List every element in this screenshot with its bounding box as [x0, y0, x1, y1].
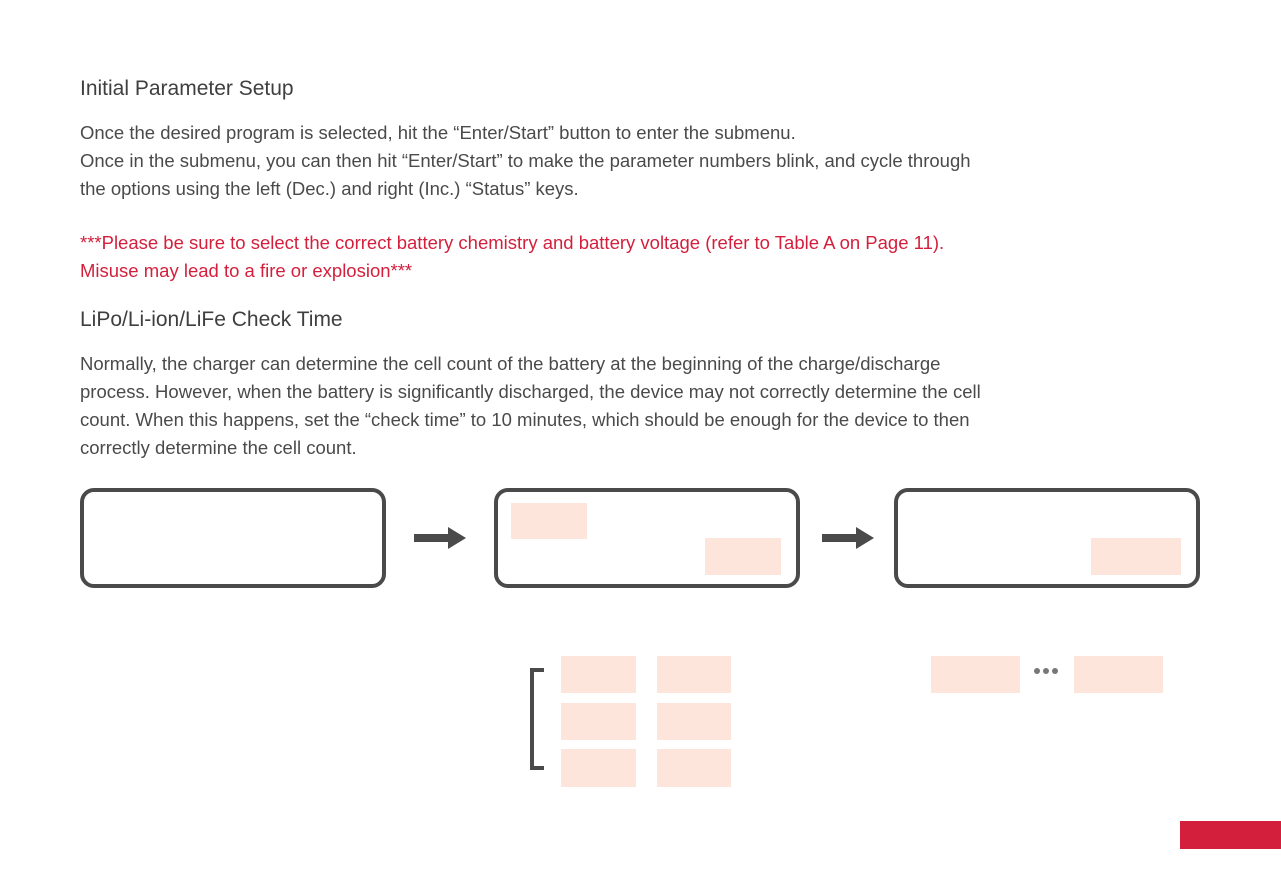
option-cell [561, 703, 636, 740]
option-cell [657, 703, 731, 740]
lcd-screen-submenu [494, 488, 800, 588]
range-max-cell [1074, 656, 1163, 693]
check-time-paragraph: Normally, the charger can determine the … [80, 350, 1200, 462]
initial-setup-line-3: the options using the left (Dec.) and ri… [80, 178, 579, 199]
option-cell [561, 656, 636, 693]
lcd-highlight-value [1091, 538, 1181, 575]
lcd-highlight-bottom-right [705, 538, 781, 575]
check-time-line-4: correctly determine the cell count. [80, 437, 357, 458]
safety-warning: ***Please be sure to select the correct … [80, 229, 1200, 285]
warning-line-2: Misuse may lead to a fire or explosion**… [80, 260, 413, 281]
options-bracket [530, 668, 544, 770]
initial-setup-line-2: Once in the submenu, you can then hit “E… [80, 150, 971, 171]
page-tab-marker [1180, 821, 1281, 849]
lcd-highlight-top-left [511, 503, 587, 539]
section-heading-initial-setup: Initial Parameter Setup [80, 77, 294, 100]
option-cell [657, 749, 731, 787]
section-heading-check-time: LiPo/Li-ion/LiFe Check Time [80, 308, 343, 331]
range-min-cell [931, 656, 1020, 693]
warning-line-1: ***Please be sure to select the correct … [80, 232, 945, 253]
check-time-line-1: Normally, the charger can determine the … [80, 353, 941, 374]
initial-setup-line-1: Once the desired program is selected, hi… [80, 122, 796, 143]
option-cell [561, 749, 636, 787]
right-arrow-icon [822, 527, 874, 549]
right-arrow-icon [414, 527, 466, 549]
option-cell [657, 656, 731, 693]
check-time-line-3: count. When this happens, set the “check… [80, 409, 970, 430]
initial-setup-paragraph: Once the desired program is selected, hi… [80, 119, 1200, 203]
lcd-screen-check-time [894, 488, 1200, 588]
check-time-line-2: process. However, when the battery is si… [80, 381, 981, 402]
lcd-screen-program [80, 488, 386, 588]
ellipsis-icon [1034, 668, 1058, 674]
